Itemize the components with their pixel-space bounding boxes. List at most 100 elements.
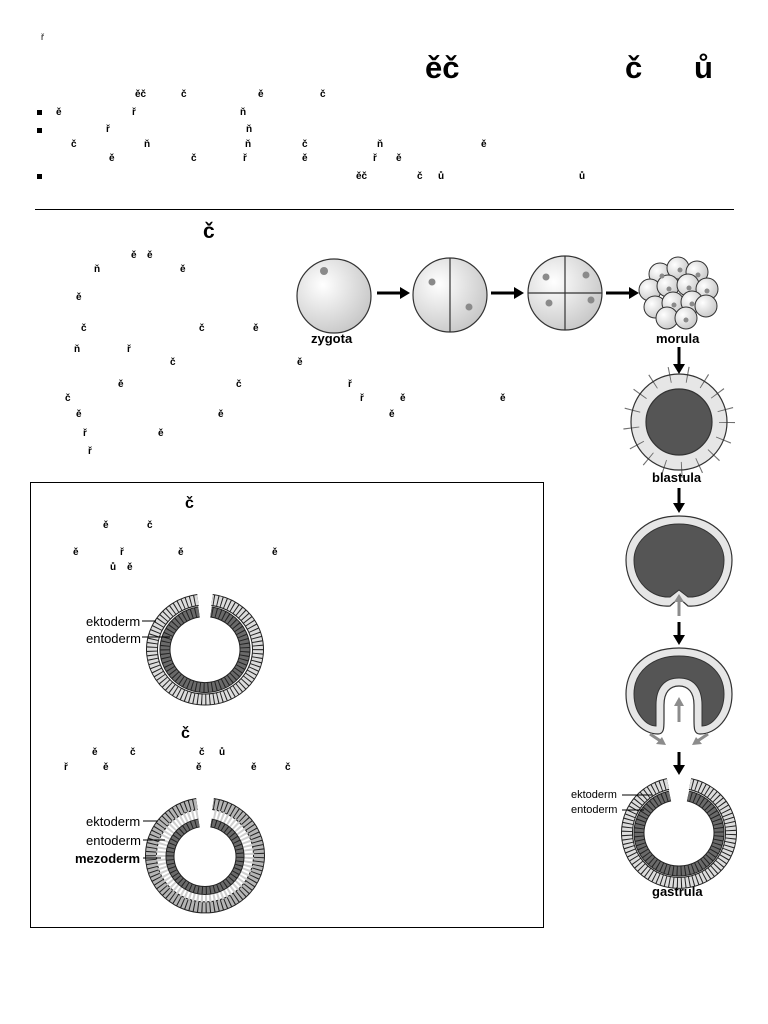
text-fragment: ě [272, 547, 278, 558]
arrow-icon [673, 488, 685, 513]
text-fragment: ě [251, 762, 257, 773]
text-fragment: č [170, 357, 176, 368]
text-fragment: ů [438, 171, 445, 182]
text-fragment: č [320, 89, 326, 100]
two-cell-stage [412, 257, 488, 333]
arrow-icon [673, 752, 685, 775]
text-fragment: ě [76, 409, 82, 420]
text-fragment: č [236, 379, 242, 390]
text-fragment: ěč [135, 89, 147, 100]
block1-label-leaders [142, 620, 170, 638]
block2-ektoderm-label: ektoderm [86, 814, 141, 829]
text-fragment: ě [180, 264, 186, 275]
text-fragment: ě [158, 428, 164, 439]
text-fragment: ě [178, 547, 184, 558]
text-fragment: č [71, 139, 77, 150]
text-fragment: ě [76, 292, 82, 303]
text-fragment: ň [94, 264, 101, 275]
invaginating-gastrula [625, 647, 733, 745]
text-fragment: č [417, 171, 423, 182]
text-fragment: ř [243, 153, 247, 164]
title-fragment: ěč [425, 50, 460, 85]
three-layer-gastrula-diagram [145, 798, 265, 914]
stage-label-morula: morula [656, 331, 700, 346]
text-fragment: č [65, 393, 71, 404]
block1-ektoderm-label: ektoderm [86, 614, 141, 629]
text-fragment: ř [348, 379, 352, 390]
text-fragment: ř [132, 107, 136, 118]
text-fragment: č [181, 89, 187, 100]
text-fragment: ě [103, 762, 109, 773]
text-fragment: ě [389, 409, 395, 420]
gastrula-ektoderm-label: ektoderm [571, 789, 617, 801]
two-layer-gastrula-diagram [146, 594, 264, 706]
text-fragment: ě [196, 762, 202, 773]
text-fragment: ě [56, 107, 62, 118]
text-fragment: ě [118, 379, 124, 390]
zygote-cell [296, 258, 372, 334]
gastrula-entoderm-label: entoderm [571, 804, 618, 816]
four-cell-stage [527, 255, 603, 331]
text-fragment: ě [147, 250, 153, 261]
stage-label-blastula: blastula [652, 470, 702, 485]
block2-entoderm-label: entoderm [86, 833, 141, 848]
arrow-icon [606, 287, 639, 299]
text-fragment: č [130, 747, 136, 758]
text-fragment: ř [360, 393, 364, 404]
block1-entoderm-label: entoderm [86, 631, 141, 646]
block2-mezoderm-label: mezoderm [75, 851, 141, 866]
text-fragment: ě [218, 409, 224, 420]
text-fragment: ě [481, 139, 487, 150]
text-fragment: ř [120, 547, 124, 558]
bullet-marker [37, 128, 42, 133]
section-heading: č [203, 220, 215, 243]
text-fragment: ě [258, 89, 264, 100]
title-fragment: ů [694, 50, 713, 85]
text-fragment: ě [92, 747, 98, 758]
text-fragment: ů [110, 562, 117, 573]
text-fragment: ě [500, 393, 506, 404]
info-box [30, 482, 544, 928]
arrow-icon [491, 287, 524, 299]
arrow-icon [673, 347, 685, 374]
text-fragment: ě [302, 153, 308, 164]
text-fragment: ň [377, 139, 384, 150]
text-fragment: ř [373, 153, 377, 164]
text-fragment: ě [131, 250, 137, 261]
morula-cluster [638, 256, 719, 330]
text-fragment: ěč [356, 171, 368, 182]
text-fragment: ě [253, 323, 259, 334]
text-fragment: ů [579, 171, 586, 182]
text-fragment: č [191, 153, 197, 164]
gastrula [621, 778, 737, 889]
bullet-marker [37, 110, 42, 115]
stage-label-gastrula: gastrula [652, 884, 703, 899]
block2-label-leaders [143, 820, 165, 859]
text-fragment: ů [219, 747, 226, 758]
text-fragment: ň [245, 139, 252, 150]
text-fragment: č [199, 323, 205, 334]
text-fragment: č [285, 762, 291, 773]
text-fragment: č [302, 139, 308, 150]
arrow-icon [673, 622, 685, 645]
text-fragment: ě [400, 393, 406, 404]
text-fragment: ě [109, 153, 115, 164]
early-gastrula [625, 515, 733, 616]
bullet-marker [37, 174, 42, 179]
arrow-icon [377, 287, 410, 299]
text-fragment: ě [297, 357, 303, 368]
box-block1-heading: č [185, 495, 194, 512]
text-fragment: ě [73, 547, 79, 558]
text-fragment: ě [127, 562, 133, 573]
text-fragment: ř [64, 762, 68, 773]
text-fragment: ř [83, 428, 87, 439]
text-fragment: ě [103, 520, 109, 531]
blastula [623, 366, 735, 478]
text-fragment: č [81, 323, 87, 334]
text-fragment: č [147, 520, 153, 531]
text-fragment: ř [106, 124, 110, 135]
text-fragment: ň [240, 107, 247, 118]
text-fragment: ň [246, 124, 253, 135]
stage-label-zygota: zygota [311, 331, 353, 346]
corner-mark: ř [41, 32, 44, 42]
